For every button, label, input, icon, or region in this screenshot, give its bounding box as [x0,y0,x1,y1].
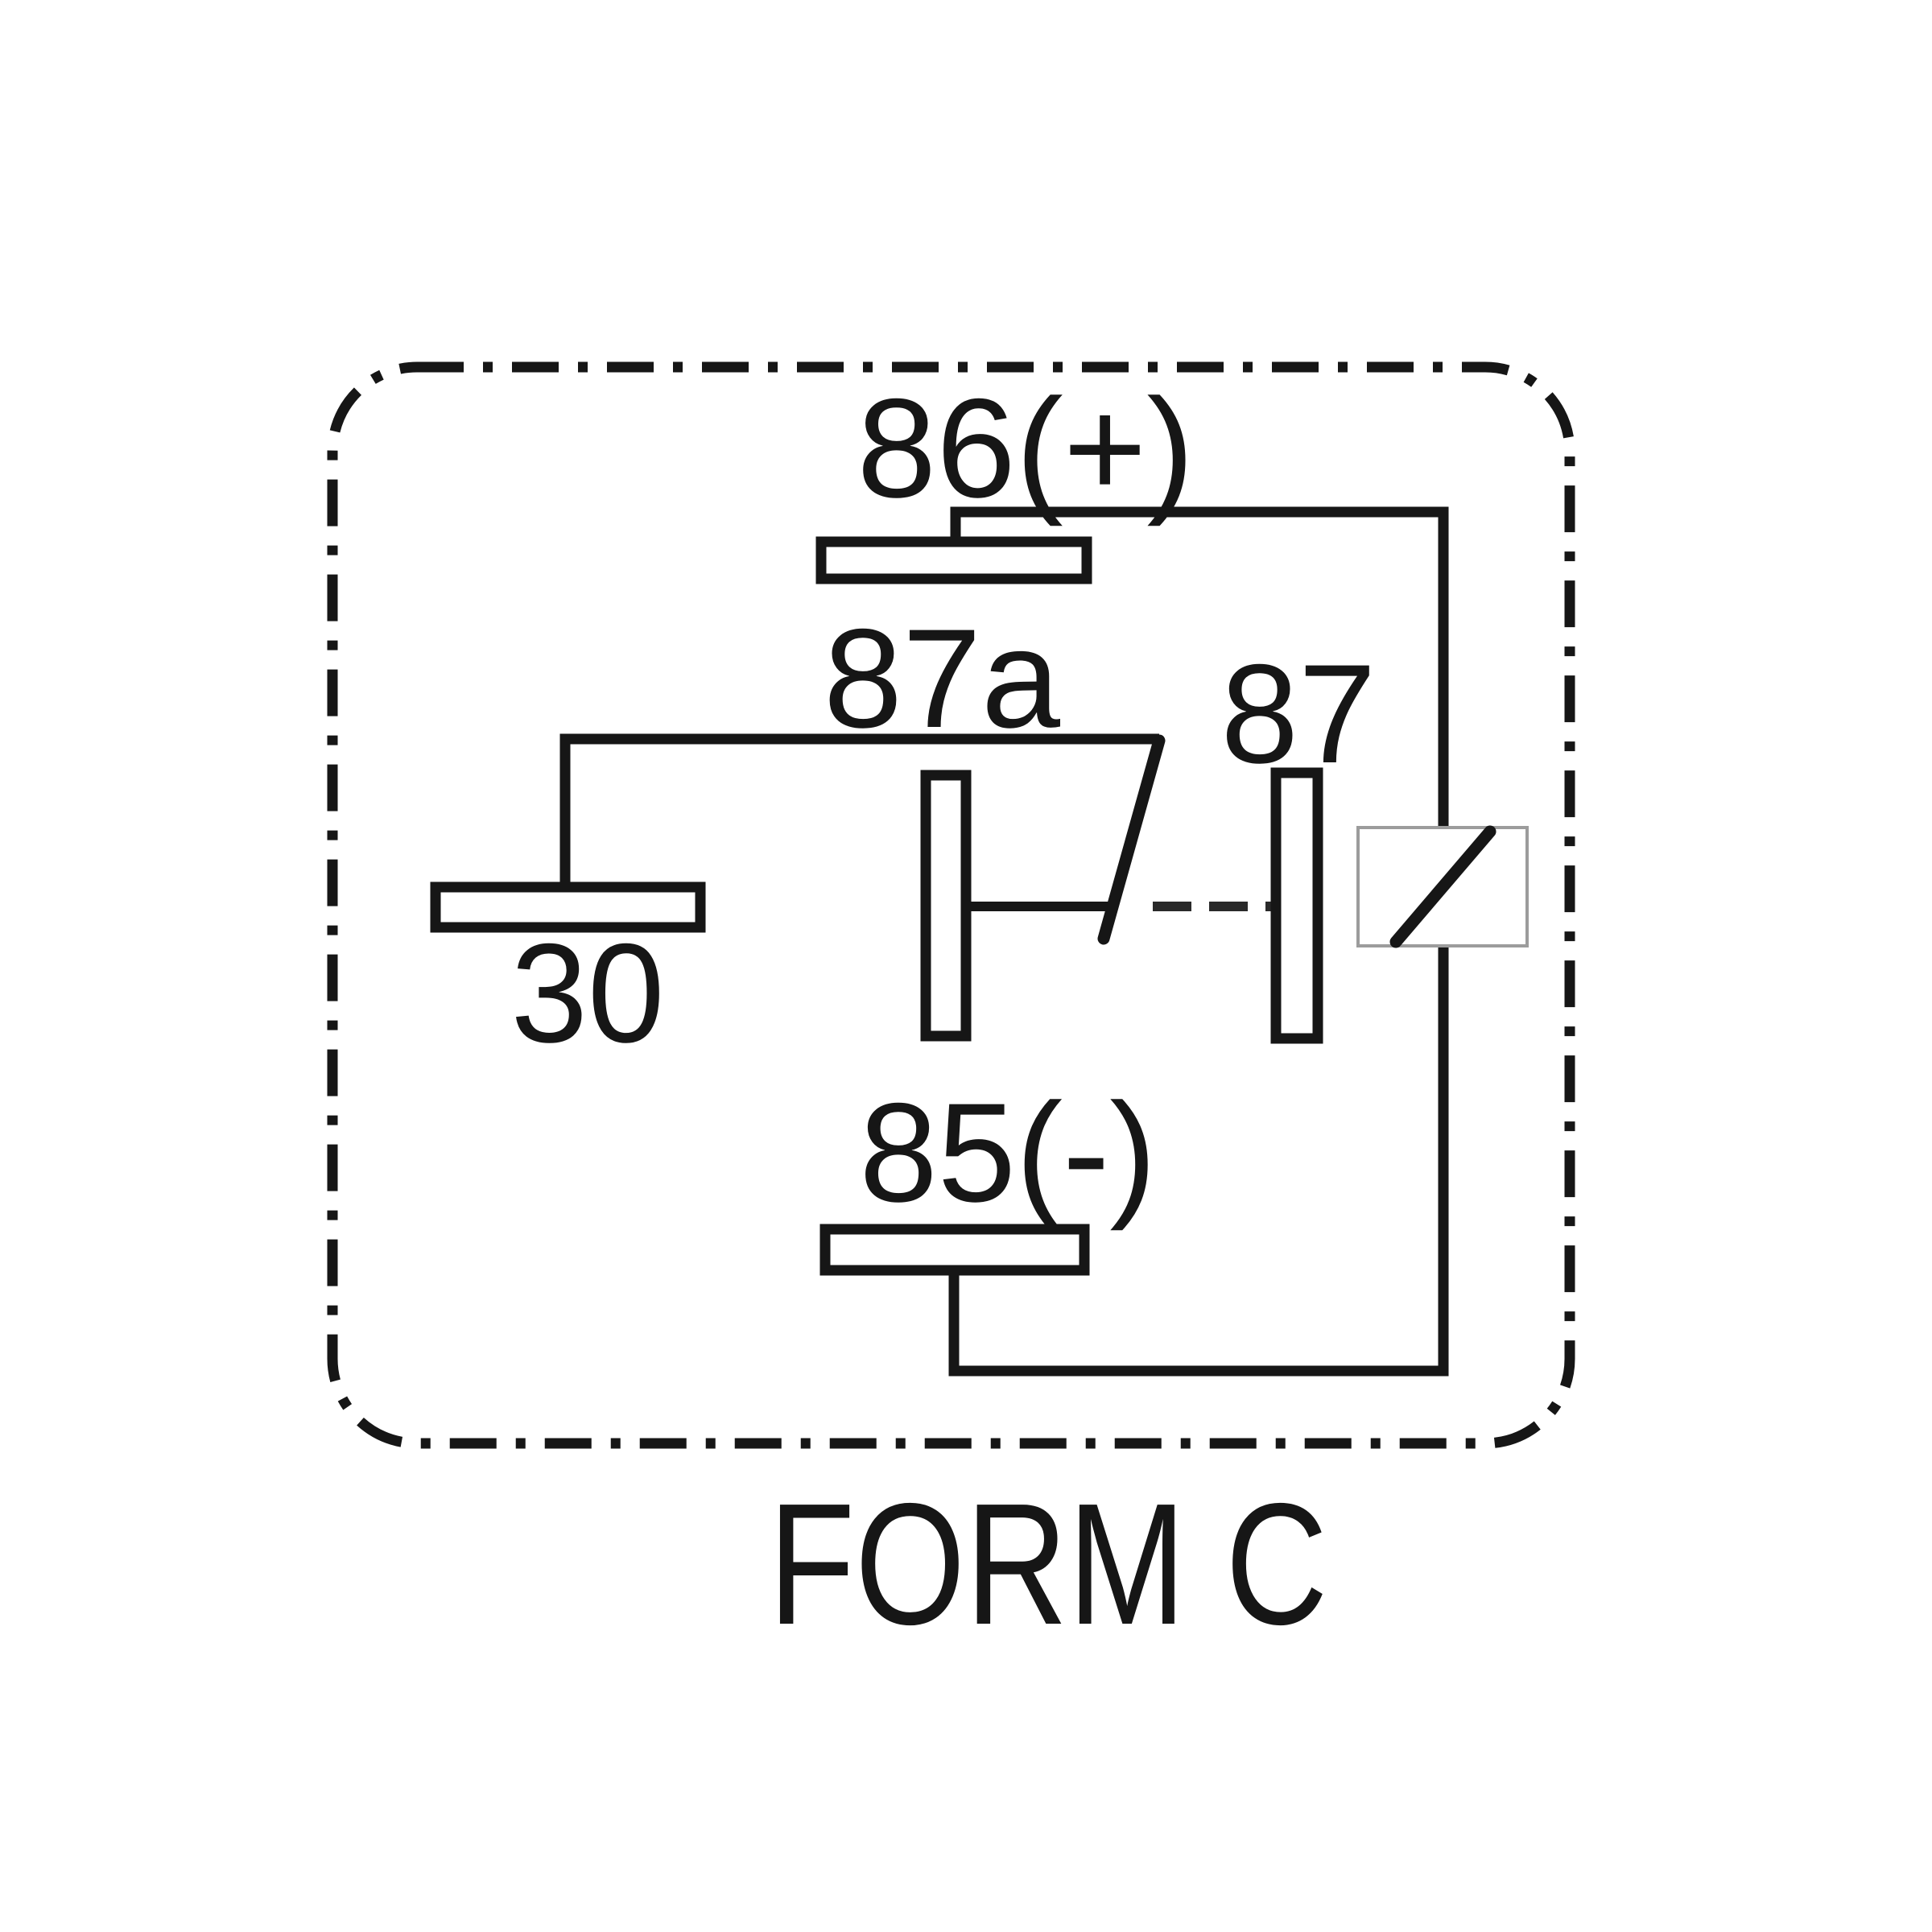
wire-86-to-coil [950,506,1449,829]
terminal-30-label: 30 [511,915,665,1072]
wire-87a-to-30 [559,733,1159,887]
switch-arm [1097,734,1166,945]
terminal-86-label: 86(+) [857,370,1195,527]
terminal-30-bar [430,881,706,933]
wires [559,506,1449,1377]
labels: 86(+) 87a 87 30 85(-) FORM C [511,370,1377,1661]
coil-box [1356,826,1529,947]
terminal-87a-label: 87a [824,601,1061,758]
terminal-87-label: 87 [1221,636,1377,793]
coil-diagonal [1389,825,1496,948]
terminal-85-label: 85(-) [860,1075,1157,1232]
terminal-85-bar [819,1224,1090,1276]
wire-coil-to-85 [948,944,1449,1377]
contact-87a-bar [920,770,972,1042]
terminal-86-bar [815,536,1092,584]
contact-87-bar [1270,767,1323,1044]
coil-symbol [1356,825,1529,948]
relay-body-outline [327,361,1575,1449]
terminal-bars [430,536,1323,1276]
caption-form-c: FORM C [769,1467,1328,1661]
